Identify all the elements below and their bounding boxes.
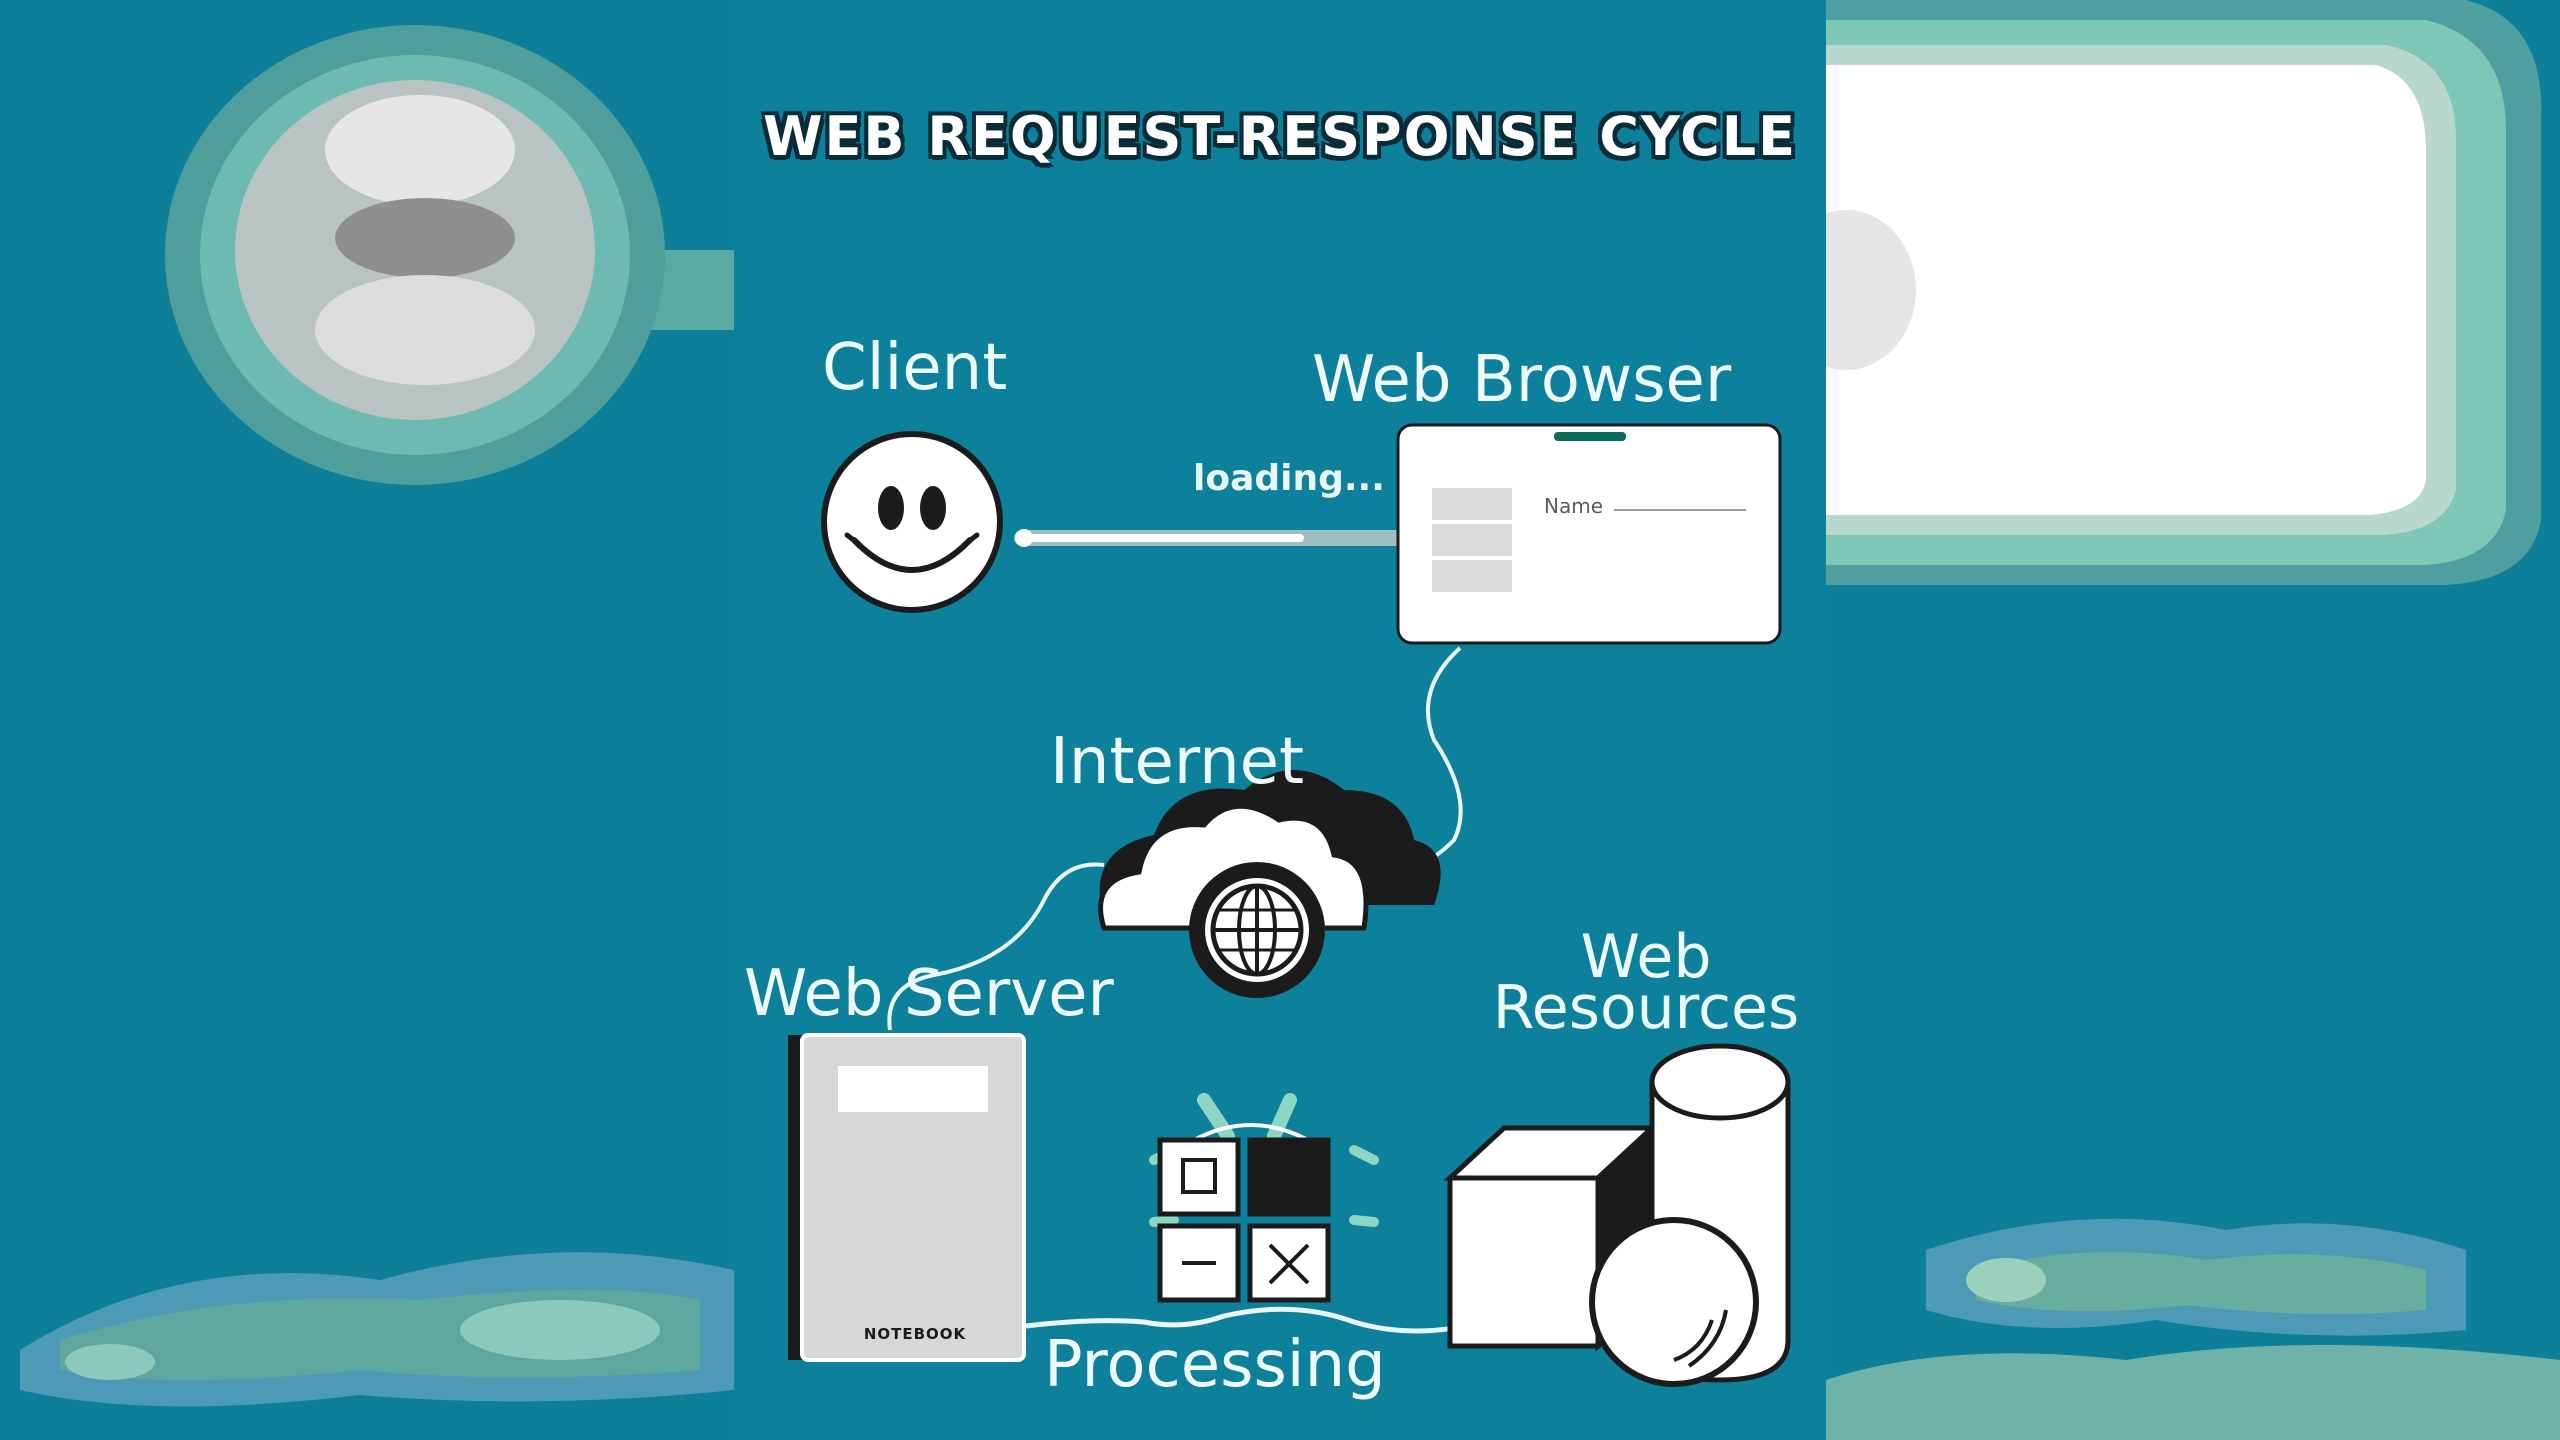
notebook-server-icon (788, 1033, 1026, 1362)
globe-icon (1189, 862, 1325, 998)
internet-label: Internet (1050, 725, 1305, 799)
right-decorative-panel (1826, 0, 2560, 1440)
diagram-stage: WEB REQUEST-RESPONSE CYCLE (734, 0, 1826, 1440)
web-resources-label-line2: Resources (1492, 973, 1800, 1043)
browser-window-icon (1396, 423, 1782, 645)
right-blur-art (1826, 0, 2560, 1440)
diagram-title: WEB REQUEST-RESPONSE CYCLE (762, 105, 1798, 168)
client-label: Client (822, 331, 1008, 405)
web-resources-label-line1: Web (1580, 922, 1712, 992)
web-server-label: Web Server (744, 957, 1114, 1031)
internet-server-cable (887, 862, 1105, 1031)
loading-status-text: loading... (1193, 458, 1385, 499)
web-resources-icon (1443, 1043, 1791, 1387)
browser-name-field-label: Name (1544, 494, 1604, 518)
processing-grid-icon (1149, 1093, 1379, 1303)
notebook-label: NOTEBOOK (863, 1325, 967, 1343)
web-resources-label: Web Resources (1446, 922, 1826, 1043)
browser-internet-cable (1423, 646, 1463, 862)
processing-label: Processing (1044, 1328, 1386, 1402)
processing-cable (1025, 1306, 1485, 1334)
web-browser-label: Web Browser (1312, 343, 1732, 417)
left-decorative-panel (0, 0, 734, 1440)
diagram-art (788, 423, 1791, 1387)
client-smiley-icon (821, 431, 1003, 613)
left-blur-art (0, 0, 734, 1440)
